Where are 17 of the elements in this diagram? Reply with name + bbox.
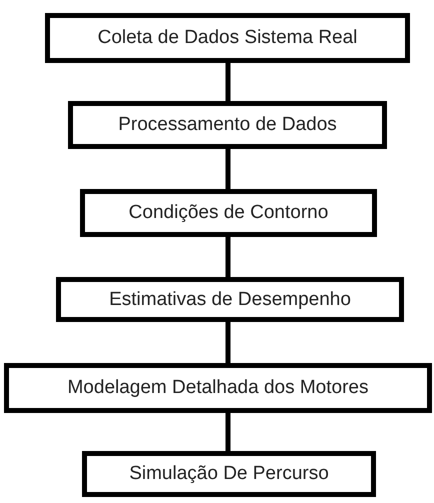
process-box <box>56 277 404 322</box>
connector-line <box>226 322 230 363</box>
box-label: Processamento de Dados <box>118 114 337 136</box>
process-box <box>80 189 377 237</box>
box-label: Estimativas de Desempenho <box>109 288 351 310</box>
process-box <box>68 101 387 149</box>
process-box <box>4 363 432 413</box>
connector-line <box>226 413 230 451</box>
connector-line <box>226 149 230 189</box>
box-label: Coleta de Dados Sistema Real <box>98 27 358 49</box>
box-label: Simulação De Percurso <box>129 463 329 485</box>
box-label: Modelagem Detalhada dos Motores <box>67 377 368 399</box>
connector-line <box>226 237 230 277</box>
process-box <box>45 13 410 63</box>
process-box <box>82 451 376 497</box>
connector-line <box>226 63 230 101</box>
box-label: Condições de Contorno <box>128 202 328 224</box>
